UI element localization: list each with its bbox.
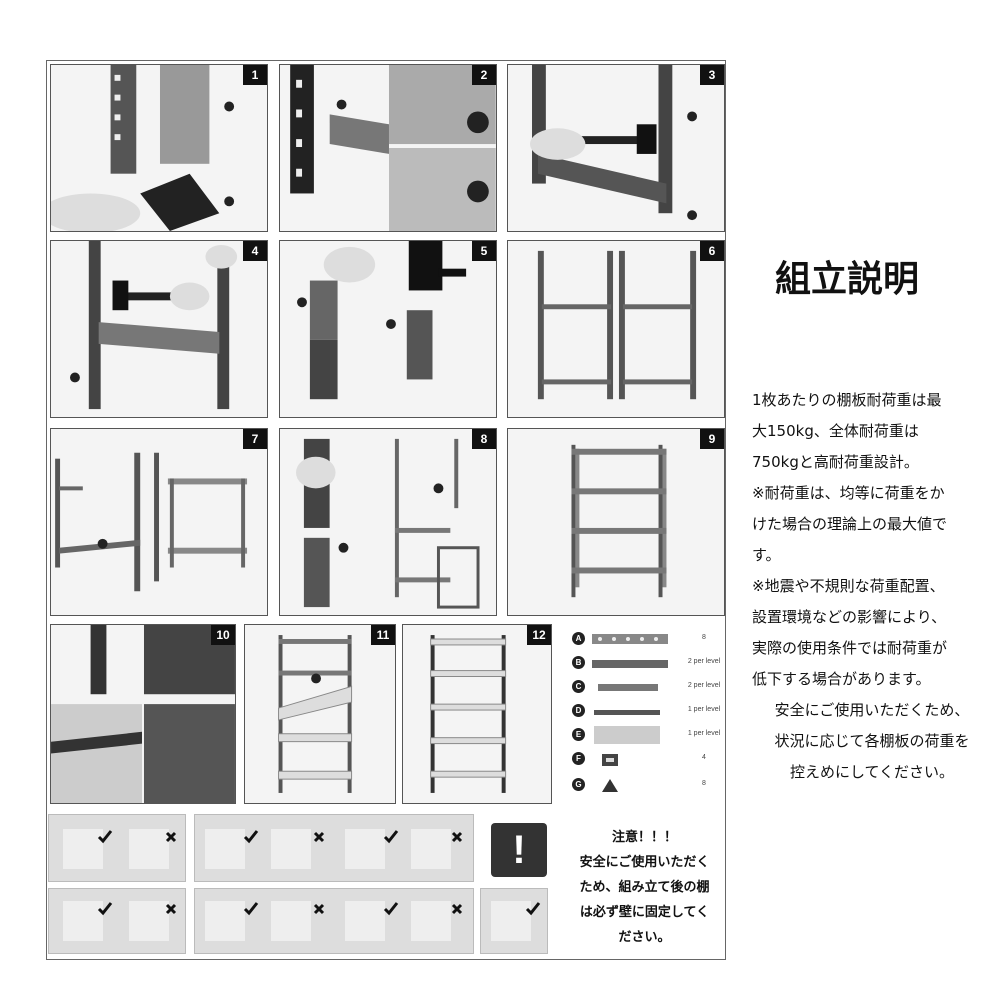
description-line: す。: [752, 546, 781, 564]
step-2-illustration: [290, 65, 496, 231]
description-line: 控えめにしてください。: [789, 763, 955, 781]
part-qty: 4: [702, 754, 706, 761]
part-row: C 2 per level: [564, 676, 734, 700]
shelf-board-icon: [594, 726, 660, 744]
warning-text: 注意！！！ 安全にご使用いただく ため、組み立て後の棚 は必ず壁に固定してく だ…: [562, 825, 727, 950]
step-number: 8: [472, 429, 496, 449]
warning-line: 注意！！！: [611, 830, 677, 845]
step-number: 1: [243, 65, 267, 85]
page-title: 組立説明: [775, 258, 920, 300]
part-qty: 2 per level: [687, 682, 721, 689]
description-line: 低下する場合があります。: [752, 670, 931, 688]
connector-bracket-icon: [602, 754, 618, 766]
description-line: 大150kg、全体耐荷重は: [752, 422, 919, 440]
step-number: 10: [211, 625, 235, 645]
part-qty: 2 per level: [687, 658, 721, 665]
part-row: G 8: [564, 774, 734, 798]
warning-line: ため、組み立て後の棚: [579, 880, 710, 895]
part-letter: A: [572, 632, 585, 645]
step-number: 3: [700, 65, 724, 85]
support-bar-icon: [594, 710, 660, 715]
step-panel-5: 5: [279, 240, 497, 418]
step-panel-6: 6: [507, 240, 725, 418]
part-qty: 1 per level: [687, 706, 721, 713]
step-panel-11: 11: [244, 624, 396, 804]
step-number: 2: [472, 65, 496, 85]
description-line: 750kgと高耐荷重設計。: [752, 453, 919, 471]
correct-incorrect-example: [480, 888, 548, 954]
part-qty: 8: [702, 780, 706, 787]
step-6-illustration: [537, 250, 697, 400]
step-number: 7: [243, 429, 267, 449]
correct-incorrect-example: [48, 814, 186, 882]
step-11-illustration: [278, 635, 353, 793]
correct-incorrect-example: [48, 888, 186, 954]
step-panel-8: 8: [279, 428, 497, 616]
part-qty: 8: [702, 634, 706, 641]
step-panel-9: 9: [507, 428, 725, 616]
part-row: D 1 per level: [564, 700, 734, 724]
part-letter: E: [572, 728, 585, 741]
description-line: ※耐荷重は、均等に荷重をか: [752, 484, 945, 502]
check-cross-icon: [63, 829, 177, 869]
warning-line: は必ず壁に固定してく: [579, 905, 710, 920]
description-line: 実際の使用条件では耐荷重が: [752, 639, 948, 657]
part-row: B 2 per level: [564, 652, 734, 676]
step-panel-10: 10: [50, 624, 236, 804]
description: 1枚あたりの棚板耐荷重は最 大150kg、全体耐荷重は 750kgと高耐荷重設計…: [752, 385, 992, 788]
step-4-illustration: [70, 241, 238, 410]
step-5-illustration: [297, 241, 467, 400]
description-line: 安全にご使用いただくため、: [774, 701, 970, 719]
check-icon: [491, 901, 541, 941]
warning-icon: !: [491, 823, 547, 877]
description-line: ※地震や不規則な荷重配置、: [752, 577, 945, 595]
description-line: 状況に応じて各棚板の荷重を: [774, 732, 970, 750]
check-cross-icon: [205, 901, 463, 941]
step-9-illustration: [571, 444, 667, 598]
short-beam-icon: [598, 684, 658, 691]
part-letter: D: [572, 704, 585, 717]
step-number: 11: [371, 625, 395, 645]
step-7-illustration: [55, 452, 248, 592]
step-panel-12: 12: [402, 624, 552, 804]
step-panel-7: 7: [50, 428, 268, 616]
step-panel-3: 3: [507, 64, 725, 232]
upright-post-icon: [592, 634, 668, 644]
description-line: 1枚あたりの棚板耐荷重は最: [752, 391, 942, 409]
part-row: E 1 per level: [564, 724, 734, 748]
step-panel-2: 2: [279, 64, 497, 232]
part-letter: G: [572, 778, 585, 791]
step-number: 9: [700, 429, 724, 449]
warning-line: 安全にご使用いただく: [579, 855, 710, 870]
part-qty: 1 per level: [687, 730, 721, 737]
correct-incorrect-example: [194, 888, 474, 954]
description-line: けた場合の理論上の最大値で: [752, 515, 948, 533]
part-letter: B: [572, 656, 585, 669]
part-letter: C: [572, 680, 585, 693]
description-line: 設置環境などの影響により、: [752, 608, 947, 626]
check-cross-icon: [205, 829, 463, 869]
parts-list: A 8 B 2 per level C 2 per level D 1 per …: [564, 628, 734, 803]
step-10-illustration: [51, 625, 235, 803]
step-1-illustration: [51, 65, 235, 231]
warning-line: ださい。: [618, 930, 671, 945]
step-8-illustration: [295, 438, 480, 609]
step-3-illustration: [530, 65, 698, 221]
step-number: 5: [472, 241, 496, 261]
step-number: 12: [527, 625, 551, 645]
step-number: 6: [700, 241, 724, 261]
correct-incorrect-example: [194, 814, 474, 882]
long-beam-icon: [592, 660, 668, 668]
step-12-illustration: [430, 635, 507, 793]
step-panel-1: 1: [50, 64, 268, 232]
part-row: A 8: [564, 628, 734, 652]
step-panel-4: 4: [50, 240, 268, 418]
foot-cap-icon: [602, 779, 618, 792]
check-cross-icon: [63, 901, 177, 941]
step-number: 4: [243, 241, 267, 261]
part-row: F 4: [564, 748, 734, 772]
part-letter: F: [572, 752, 585, 765]
